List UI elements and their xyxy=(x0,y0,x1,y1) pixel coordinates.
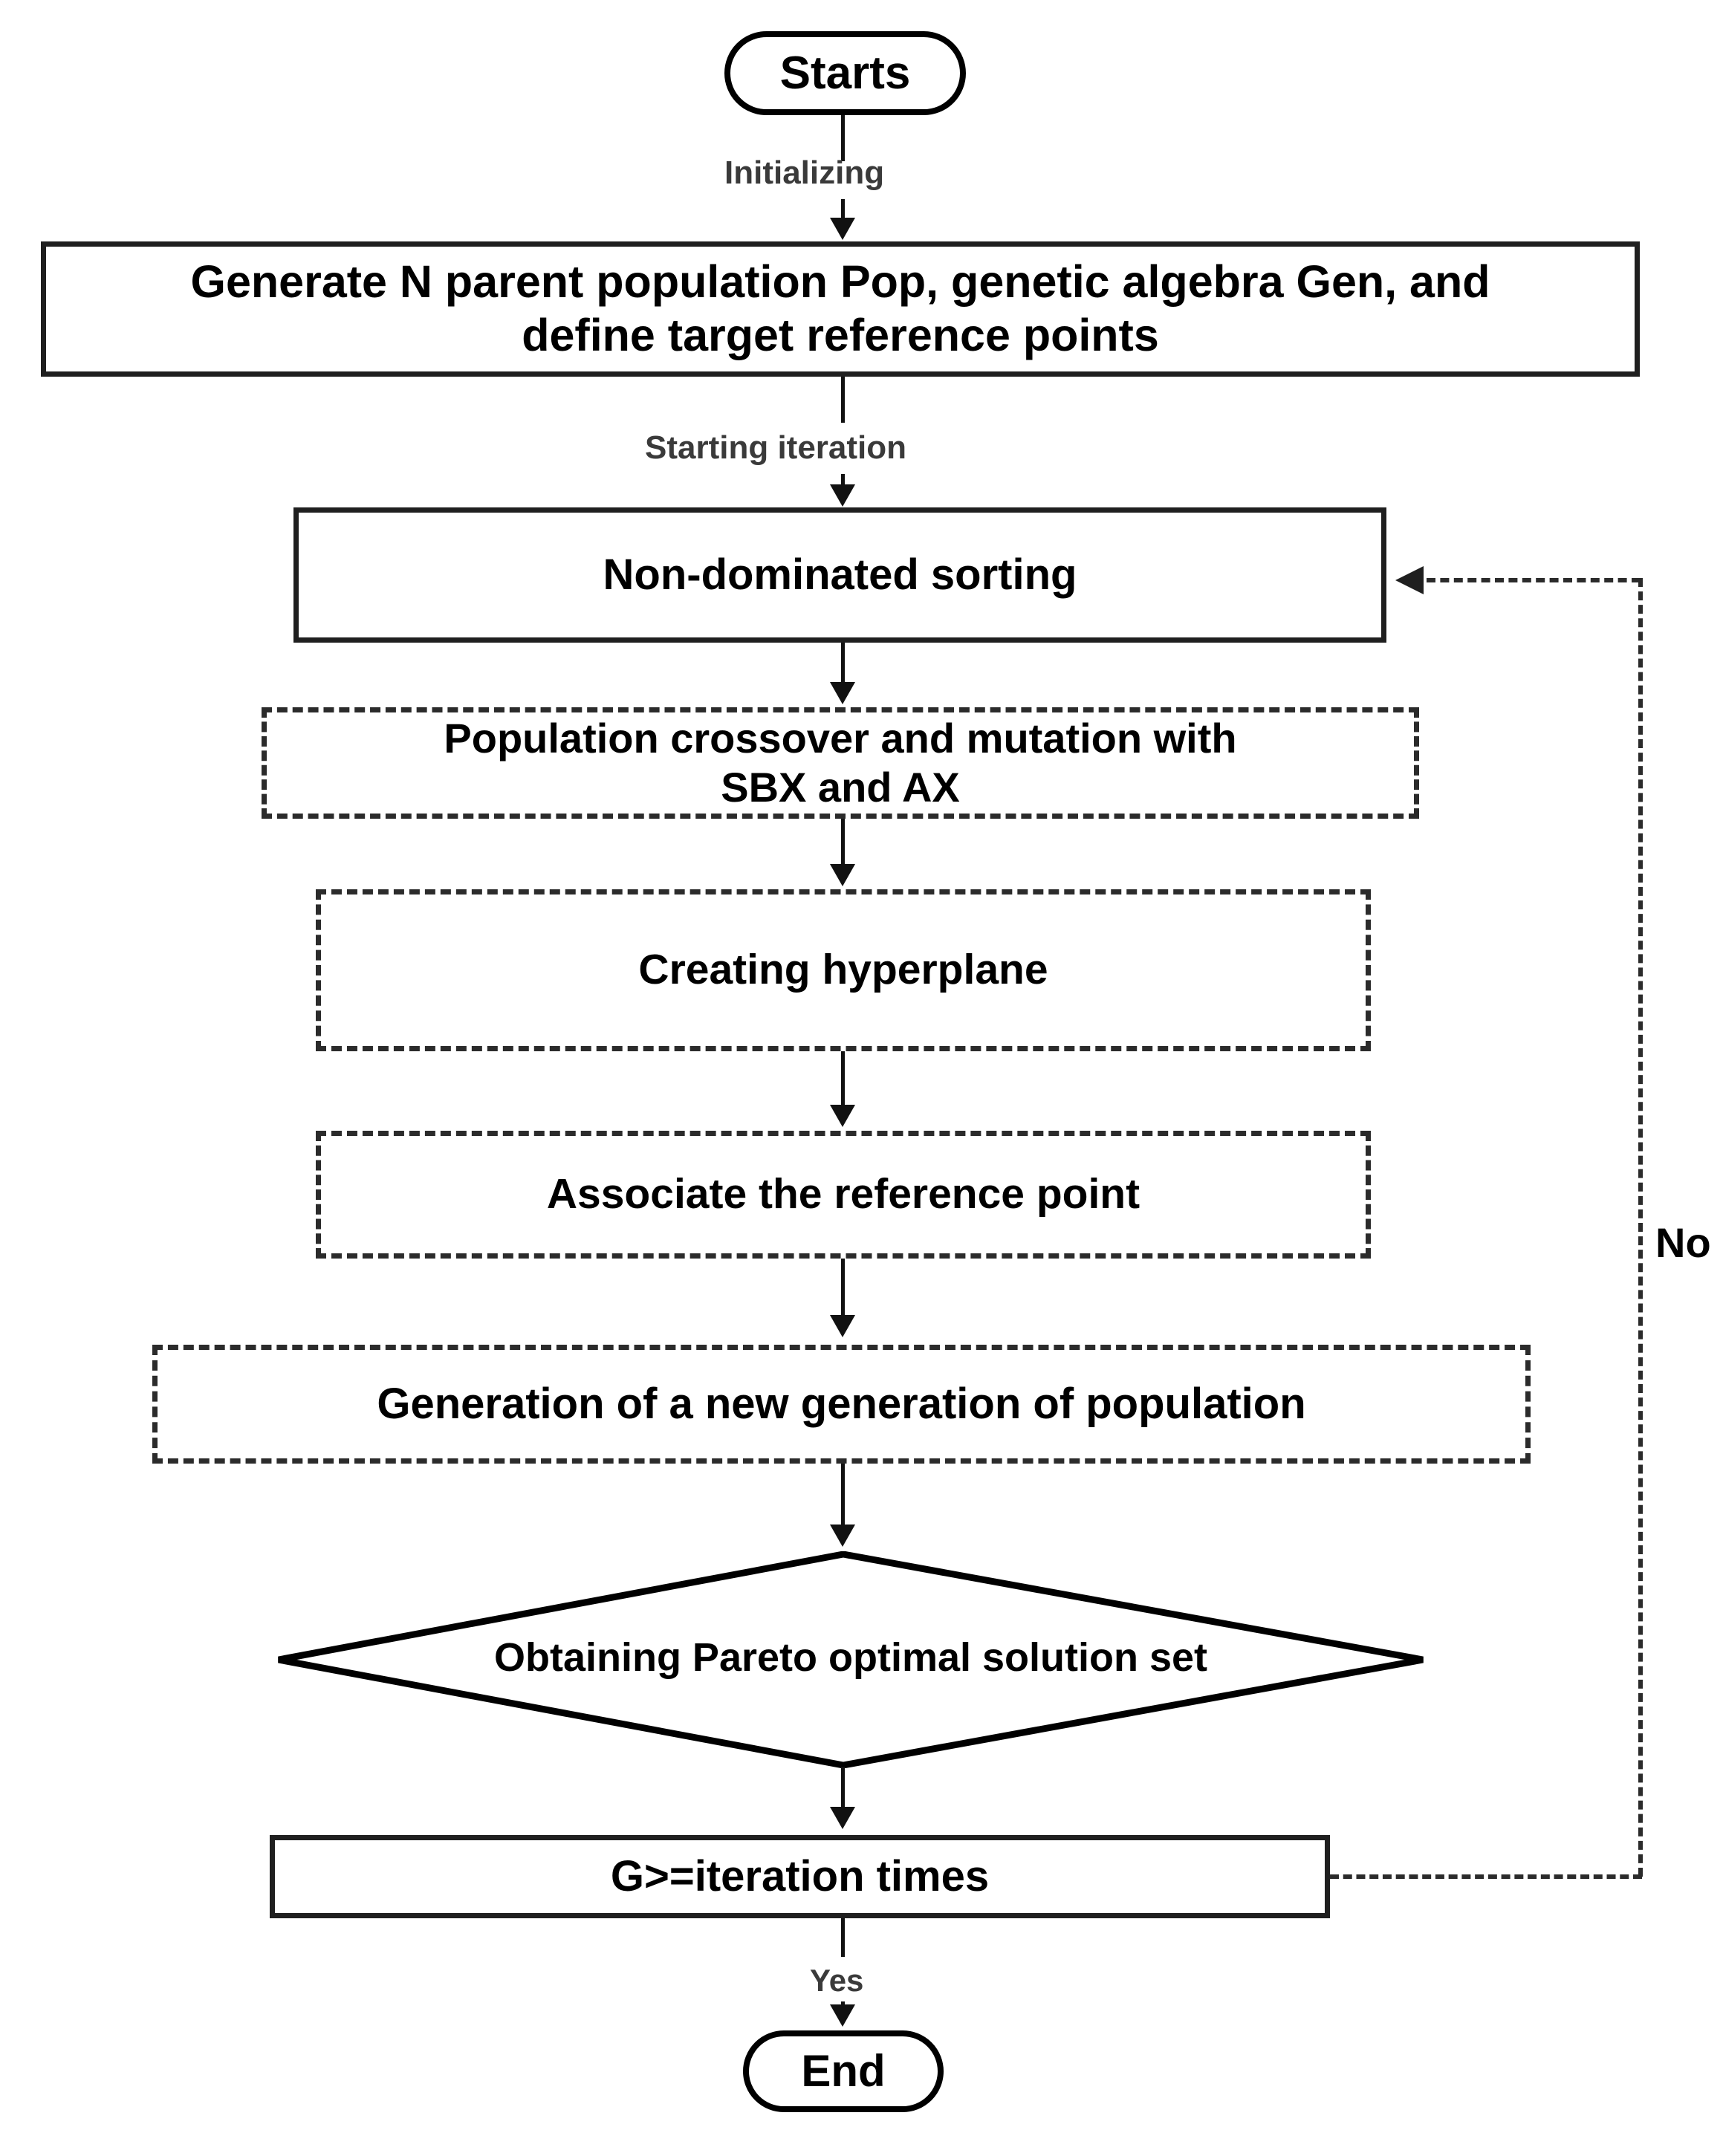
edge-label-yes: Yes xyxy=(810,1963,864,1998)
node-iteration-check[interactable]: G>=iteration times xyxy=(270,1835,1330,1918)
connector-start-to-init xyxy=(841,115,845,161)
node-start[interactable]: Starts xyxy=(724,31,966,115)
node-pareto-decision[interactable]: Obtaining Pareto optimal solution set xyxy=(275,1551,1427,1768)
connector-sorting-to-crossover xyxy=(841,643,845,686)
node-population-crossover[interactable]: Population crossover and mutation with S… xyxy=(262,707,1419,819)
feedback-loop-bottom-segment xyxy=(1330,1874,1642,1879)
arrowhead-associate-to-newgen xyxy=(830,1315,855,1337)
diamond-shape xyxy=(278,1551,1424,1768)
node-init-line1: Generate N parent population Pop, geneti… xyxy=(190,256,1490,308)
node-init-line2: define target reference points xyxy=(522,310,1159,360)
node-associate-reference-point[interactable]: Associate the reference point xyxy=(316,1131,1371,1259)
arrowhead-crossover-to-hyperplane xyxy=(830,864,855,886)
edge-label-starting-iteration: Starting iteration xyxy=(645,429,907,466)
edge-label-no: No xyxy=(1651,1218,1716,1267)
connector-init-to-sorting-b xyxy=(841,474,845,489)
arrowhead-pareto-to-iteration xyxy=(830,1807,855,1829)
node-pareto-decision-label: Obtaining Pareto optimal solution set xyxy=(493,1635,1208,1680)
node-population-crossover-line1: Population crossover and mutation with xyxy=(444,714,1237,762)
node-creating-hyperplane[interactable]: Creating hyperplane xyxy=(316,889,1371,1051)
node-associate-reference-point-label: Associate the reference point xyxy=(546,1170,1140,1218)
connector-init-to-sorting xyxy=(841,377,845,423)
arrowhead-sorting-to-crossover xyxy=(830,682,855,704)
connector-newgen-to-pareto xyxy=(841,1464,845,1529)
connector-associate-to-newgen xyxy=(841,1259,845,1319)
node-new-generation[interactable]: Generation of a new generation of popula… xyxy=(152,1345,1531,1464)
connector-crossover-to-hyperplane xyxy=(841,819,845,869)
node-population-crossover-line2: SBX and AX xyxy=(721,764,960,811)
node-init[interactable]: Generate N parent population Pop, geneti… xyxy=(41,241,1640,377)
arrowhead-feedback-into-sorting xyxy=(1395,566,1424,594)
feedback-loop-top-segment xyxy=(1427,578,1641,582)
connector-pareto-to-iteration xyxy=(841,1767,845,1810)
arrowhead-hyperplane-to-associate xyxy=(830,1105,855,1127)
connector-start-to-init-b xyxy=(841,199,845,221)
node-non-dominated-sorting-label: Non-dominated sorting xyxy=(603,550,1077,599)
node-end[interactable]: End xyxy=(743,2030,944,2112)
arrowhead-init-to-sorting xyxy=(830,484,855,507)
arrowhead-newgen-to-pareto xyxy=(830,1525,855,1547)
arrowhead-start-to-init xyxy=(830,218,855,240)
feedback-loop-vertical-segment xyxy=(1638,578,1643,1877)
node-creating-hyperplane-label: Creating hyperplane xyxy=(638,946,1048,994)
edge-label-initializing: Initializing xyxy=(724,155,885,191)
arrowhead-iteration-to-end xyxy=(830,2004,855,2027)
node-new-generation-label: Generation of a new generation of popula… xyxy=(377,1379,1306,1428)
node-start-label: Starts xyxy=(779,47,911,99)
connector-iteration-to-end xyxy=(841,1918,845,1957)
connector-hyperplane-to-associate xyxy=(841,1051,845,1109)
node-iteration-check-label: G>=iteration times xyxy=(610,1851,990,1900)
node-non-dominated-sorting[interactable]: Non-dominated sorting xyxy=(293,507,1386,643)
node-end-label: End xyxy=(801,2045,886,2096)
